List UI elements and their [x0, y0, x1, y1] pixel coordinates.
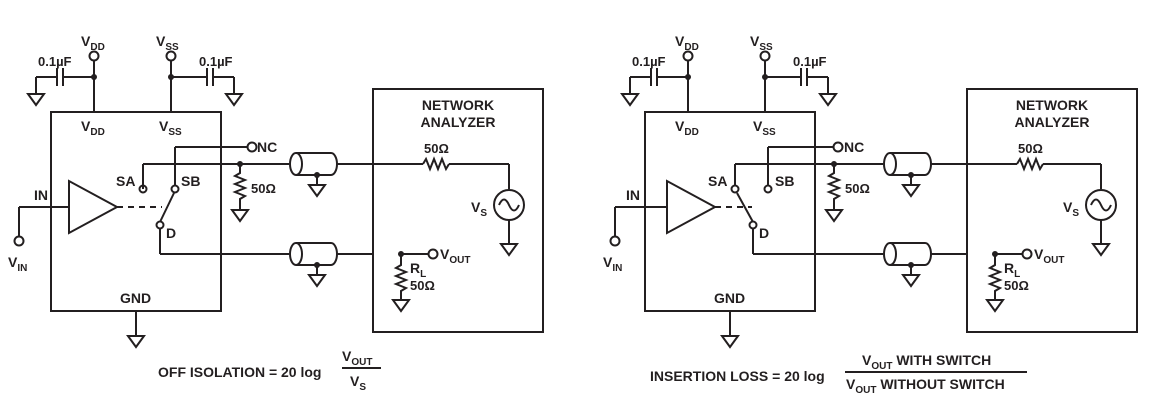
svg-text:50Ω: 50Ω	[251, 181, 276, 196]
ground-symbol	[620, 93, 640, 107]
vdd-pin: VDD	[81, 33, 105, 112]
svg-text:0.1µF: 0.1µF	[199, 54, 233, 69]
ground-symbol	[224, 93, 244, 107]
svg-text:50Ω: 50Ω	[1004, 278, 1029, 293]
coax-cable-input	[834, 152, 967, 198]
svg-text:VS: VS	[471, 199, 487, 219]
svg-text:0.1µF: 0.1µF	[38, 54, 72, 69]
svg-text:50Ω: 50Ω	[1018, 141, 1043, 156]
svg-text:VSS: VSS	[753, 118, 776, 138]
svg-text:0.1µF: 0.1µF	[793, 54, 827, 69]
coax-cable-output	[753, 242, 967, 288]
svg-text:ANALYZER: ANALYZER	[421, 114, 496, 130]
gnd-label: GND	[714, 290, 745, 306]
ground-symbol	[26, 93, 46, 107]
svg-text:VOUT: VOUT	[440, 246, 470, 266]
spdt-switch: SA SB NC D	[116, 139, 277, 254]
off-isolation-circuit: VDD VSS 0.1µF 0.1µF	[8, 33, 544, 393]
svg-text:NETWORK: NETWORK	[1016, 97, 1088, 113]
svg-text:VSS: VSS	[750, 33, 773, 53]
svg-text:VSS: VSS	[156, 33, 179, 53]
termination-resistor: 50Ω	[824, 161, 870, 223]
svg-text:VIN: VIN	[8, 254, 27, 274]
logic-buffer: IN VIN	[8, 179, 162, 274]
vss-pin: VSS	[750, 33, 773, 112]
svg-text:NC: NC	[844, 139, 864, 155]
svg-text:SB: SB	[775, 173, 794, 189]
signal-source	[493, 189, 525, 221]
svg-text:IN: IN	[626, 187, 640, 203]
svg-text:RL: RL	[1004, 260, 1020, 280]
svg-text:NC: NC	[257, 139, 277, 155]
ground-symbol	[126, 311, 146, 349]
svg-text:VOUT WITHOUT SWITCH: VOUT WITHOUT SWITCH	[846, 376, 1005, 396]
vdd-decoupling-capacitor: 0.1µF	[26, 54, 94, 107]
logic-buffer: IN VIN	[603, 179, 752, 274]
svg-text:VOUT: VOUT	[342, 348, 372, 368]
svg-text:0.1µF: 0.1µF	[632, 54, 666, 69]
svg-text:VDD: VDD	[675, 118, 699, 138]
insertion-loss-circuit: VDD VSS 0.1µF 0.1µF	[603, 33, 1138, 396]
svg-text:50Ω: 50Ω	[410, 278, 435, 293]
svg-text:VS: VS	[1063, 199, 1079, 219]
svg-text:RL: RL	[410, 260, 426, 280]
coax-cable-input	[240, 152, 373, 198]
ground-symbol	[818, 93, 838, 107]
svg-text:VOUT WITH SWITCH: VOUT WITH SWITCH	[862, 352, 991, 372]
vdd-decoupling-capacitor: 0.1µF	[620, 54, 688, 107]
vss-decoupling-capacitor: 0.1µF	[171, 54, 244, 107]
svg-text:VS: VS	[350, 373, 366, 393]
svg-text:VSS: VSS	[159, 118, 182, 138]
network-analyzer: NETWORK ANALYZER 50Ω VS VOUT RL 50Ω	[966, 88, 1138, 333]
vss-pin: VSS	[156, 33, 179, 112]
svg-text:VDD: VDD	[81, 118, 105, 138]
svg-text:IN: IN	[34, 187, 48, 203]
ground-symbol	[720, 311, 740, 349]
off-isolation-formula: OFF ISOLATION = 20 log VOUT VS	[158, 348, 381, 393]
svg-text:SA: SA	[116, 173, 135, 189]
svg-text:VDD: VDD	[675, 33, 699, 53]
svg-text:OFF ISOLATION = 20 log: OFF ISOLATION = 20 log	[158, 364, 321, 380]
svg-text:SA: SA	[708, 173, 727, 189]
network-analyzer: NETWORK ANALYZER 50Ω VS VOUT RL 50Ω	[372, 88, 544, 333]
insertion-loss-formula: INSERTION LOSS = 20 log VOUT WITH SWITCH…	[650, 352, 1027, 396]
svg-text:VDD: VDD	[81, 33, 105, 53]
svg-text:D: D	[166, 225, 176, 241]
svg-text:SB: SB	[181, 173, 200, 189]
svg-text:D: D	[759, 225, 769, 241]
svg-text:INSERTION LOSS = 20 log: INSERTION LOSS = 20 log	[650, 368, 825, 384]
signal-source	[1085, 189, 1117, 221]
gnd-label: GND	[120, 290, 151, 306]
svg-text:NETWORK: NETWORK	[422, 97, 494, 113]
svg-text:50Ω: 50Ω	[845, 181, 870, 196]
svg-text:50Ω: 50Ω	[424, 141, 449, 156]
svg-text:VOUT: VOUT	[1034, 246, 1064, 266]
switch-ic-body: VDD VSS GND	[50, 111, 222, 312]
switch-ic-body: VDD VSS GND	[644, 111, 816, 312]
svg-text:VIN: VIN	[603, 254, 622, 274]
vss-decoupling-capacitor: 0.1µF	[765, 54, 838, 107]
termination-resistor: 50Ω	[230, 161, 276, 223]
vdd-pin: VDD	[675, 33, 699, 112]
spdt-switch: SA SB NC D	[708, 139, 864, 254]
svg-text:ANALYZER: ANALYZER	[1015, 114, 1090, 130]
coax-cable-output	[160, 242, 373, 288]
